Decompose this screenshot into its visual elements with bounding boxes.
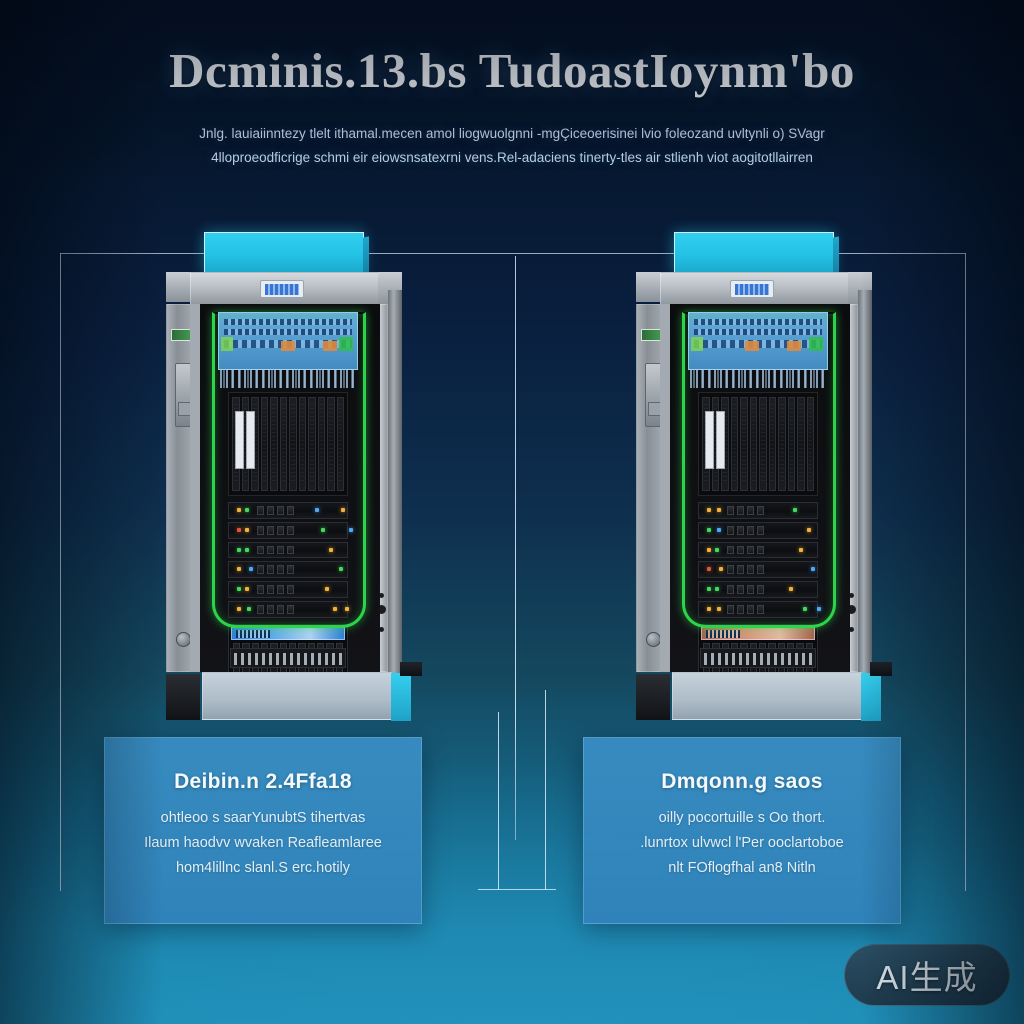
rack-server-rows <box>228 502 353 618</box>
ai-generated-badge: AI生成 <box>844 944 1010 1006</box>
right-caption-line-2: .lunrtox ulvwcl l'Per ooclartoboe <box>640 835 844 851</box>
left-caption-line-2: Ilaum haodvv wvaken Reafleamlaree <box>144 835 382 851</box>
rack-hood-panel <box>674 232 834 274</box>
page-title: Dcminis.13.bs TudoastIoynm'bo <box>169 43 855 98</box>
rack-foot-left <box>166 674 200 720</box>
left-server-rack <box>166 232 422 740</box>
rack-foot-right <box>870 662 892 676</box>
center-accent-line-a <box>498 712 499 890</box>
rack-door-lock-icon <box>176 632 191 647</box>
rack-patch-speckle-strip <box>690 370 826 388</box>
right-caption-line-1: oilly pocortuille s Oo thort. <box>658 810 826 826</box>
subtitle-line-1: Jnlg. lauiaiinntezy tlelt ithamal.mecen … <box>199 126 825 141</box>
rack-server-unit <box>698 521 818 539</box>
rack-door-lock-icon <box>646 632 661 647</box>
rack-server-unit <box>698 502 818 519</box>
page-subtitle: Jnlg. lauiaiinntezy tlelt ithamal.mecen … <box>92 122 932 170</box>
rack-blade-chassis <box>698 392 818 496</box>
right-caption-heading: Dmqonn.g saos <box>661 770 823 793</box>
rack-plinth <box>672 672 881 721</box>
center-accent-line-b <box>545 690 546 890</box>
rack-foot-right <box>400 662 422 676</box>
center-base-rule <box>478 889 556 890</box>
rack-server-unit <box>228 561 348 579</box>
rack-server-rows <box>698 502 821 618</box>
rack-status-display-icon <box>260 280 304 298</box>
rack-server-unit <box>698 561 818 579</box>
left-caption-line-3: hom4lillnc slanl.S erc.hotily <box>175 860 351 876</box>
rack-hood-panel <box>204 232 364 274</box>
rack-outer-rail <box>388 290 402 688</box>
rack-patch-speckle-strip <box>220 370 356 388</box>
rack-server-unit <box>698 601 821 618</box>
frame-left-rule <box>60 253 61 891</box>
center-divider-line <box>515 256 516 840</box>
right-server-rack <box>636 232 892 740</box>
rack-server-unit <box>228 541 348 559</box>
rack-server-unit <box>228 581 348 599</box>
left-caption-line-1: ohtleoo s saarYunubtS tihertvas <box>160 810 366 826</box>
right-caption-card: Dmqonn.g saos oilly pocortuille s Oo tho… <box>583 737 901 924</box>
frame-right-rule <box>965 253 966 891</box>
rack-interior <box>660 304 850 672</box>
rack-top-switch-unit <box>688 312 828 370</box>
rack-server-unit <box>228 502 348 519</box>
rack-plinth <box>202 672 411 721</box>
rack-outer-rail <box>858 290 872 688</box>
rack-blade-chassis <box>228 392 348 496</box>
rack-status-display-icon <box>730 280 774 298</box>
rack-bottom-patch-panel <box>230 648 346 668</box>
rack-server-unit <box>228 601 349 618</box>
right-caption-line-3: nlt FOflogfhal an8 Nitln <box>668 860 816 876</box>
rack-server-unit <box>698 541 818 559</box>
rack-foot-left <box>636 674 670 720</box>
rack-interior <box>190 304 380 672</box>
left-caption-card: Deibin.n 2.4Ffa18 ohtleoo s saarYunubtS … <box>104 737 422 924</box>
rack-plinth-accent <box>861 673 881 721</box>
left-caption-heading: Deibin.n 2.4Ffa18 <box>174 770 352 793</box>
rack-top-switch-unit <box>218 312 358 370</box>
rack-bottom-patch-panel <box>700 648 816 668</box>
subtitle-line-2: 4lloproeodficrige schmi eir eiowsnsatexr… <box>211 150 813 165</box>
rack-server-unit <box>698 581 818 599</box>
rack-server-unit <box>228 521 353 539</box>
rack-plinth-accent <box>391 673 411 721</box>
